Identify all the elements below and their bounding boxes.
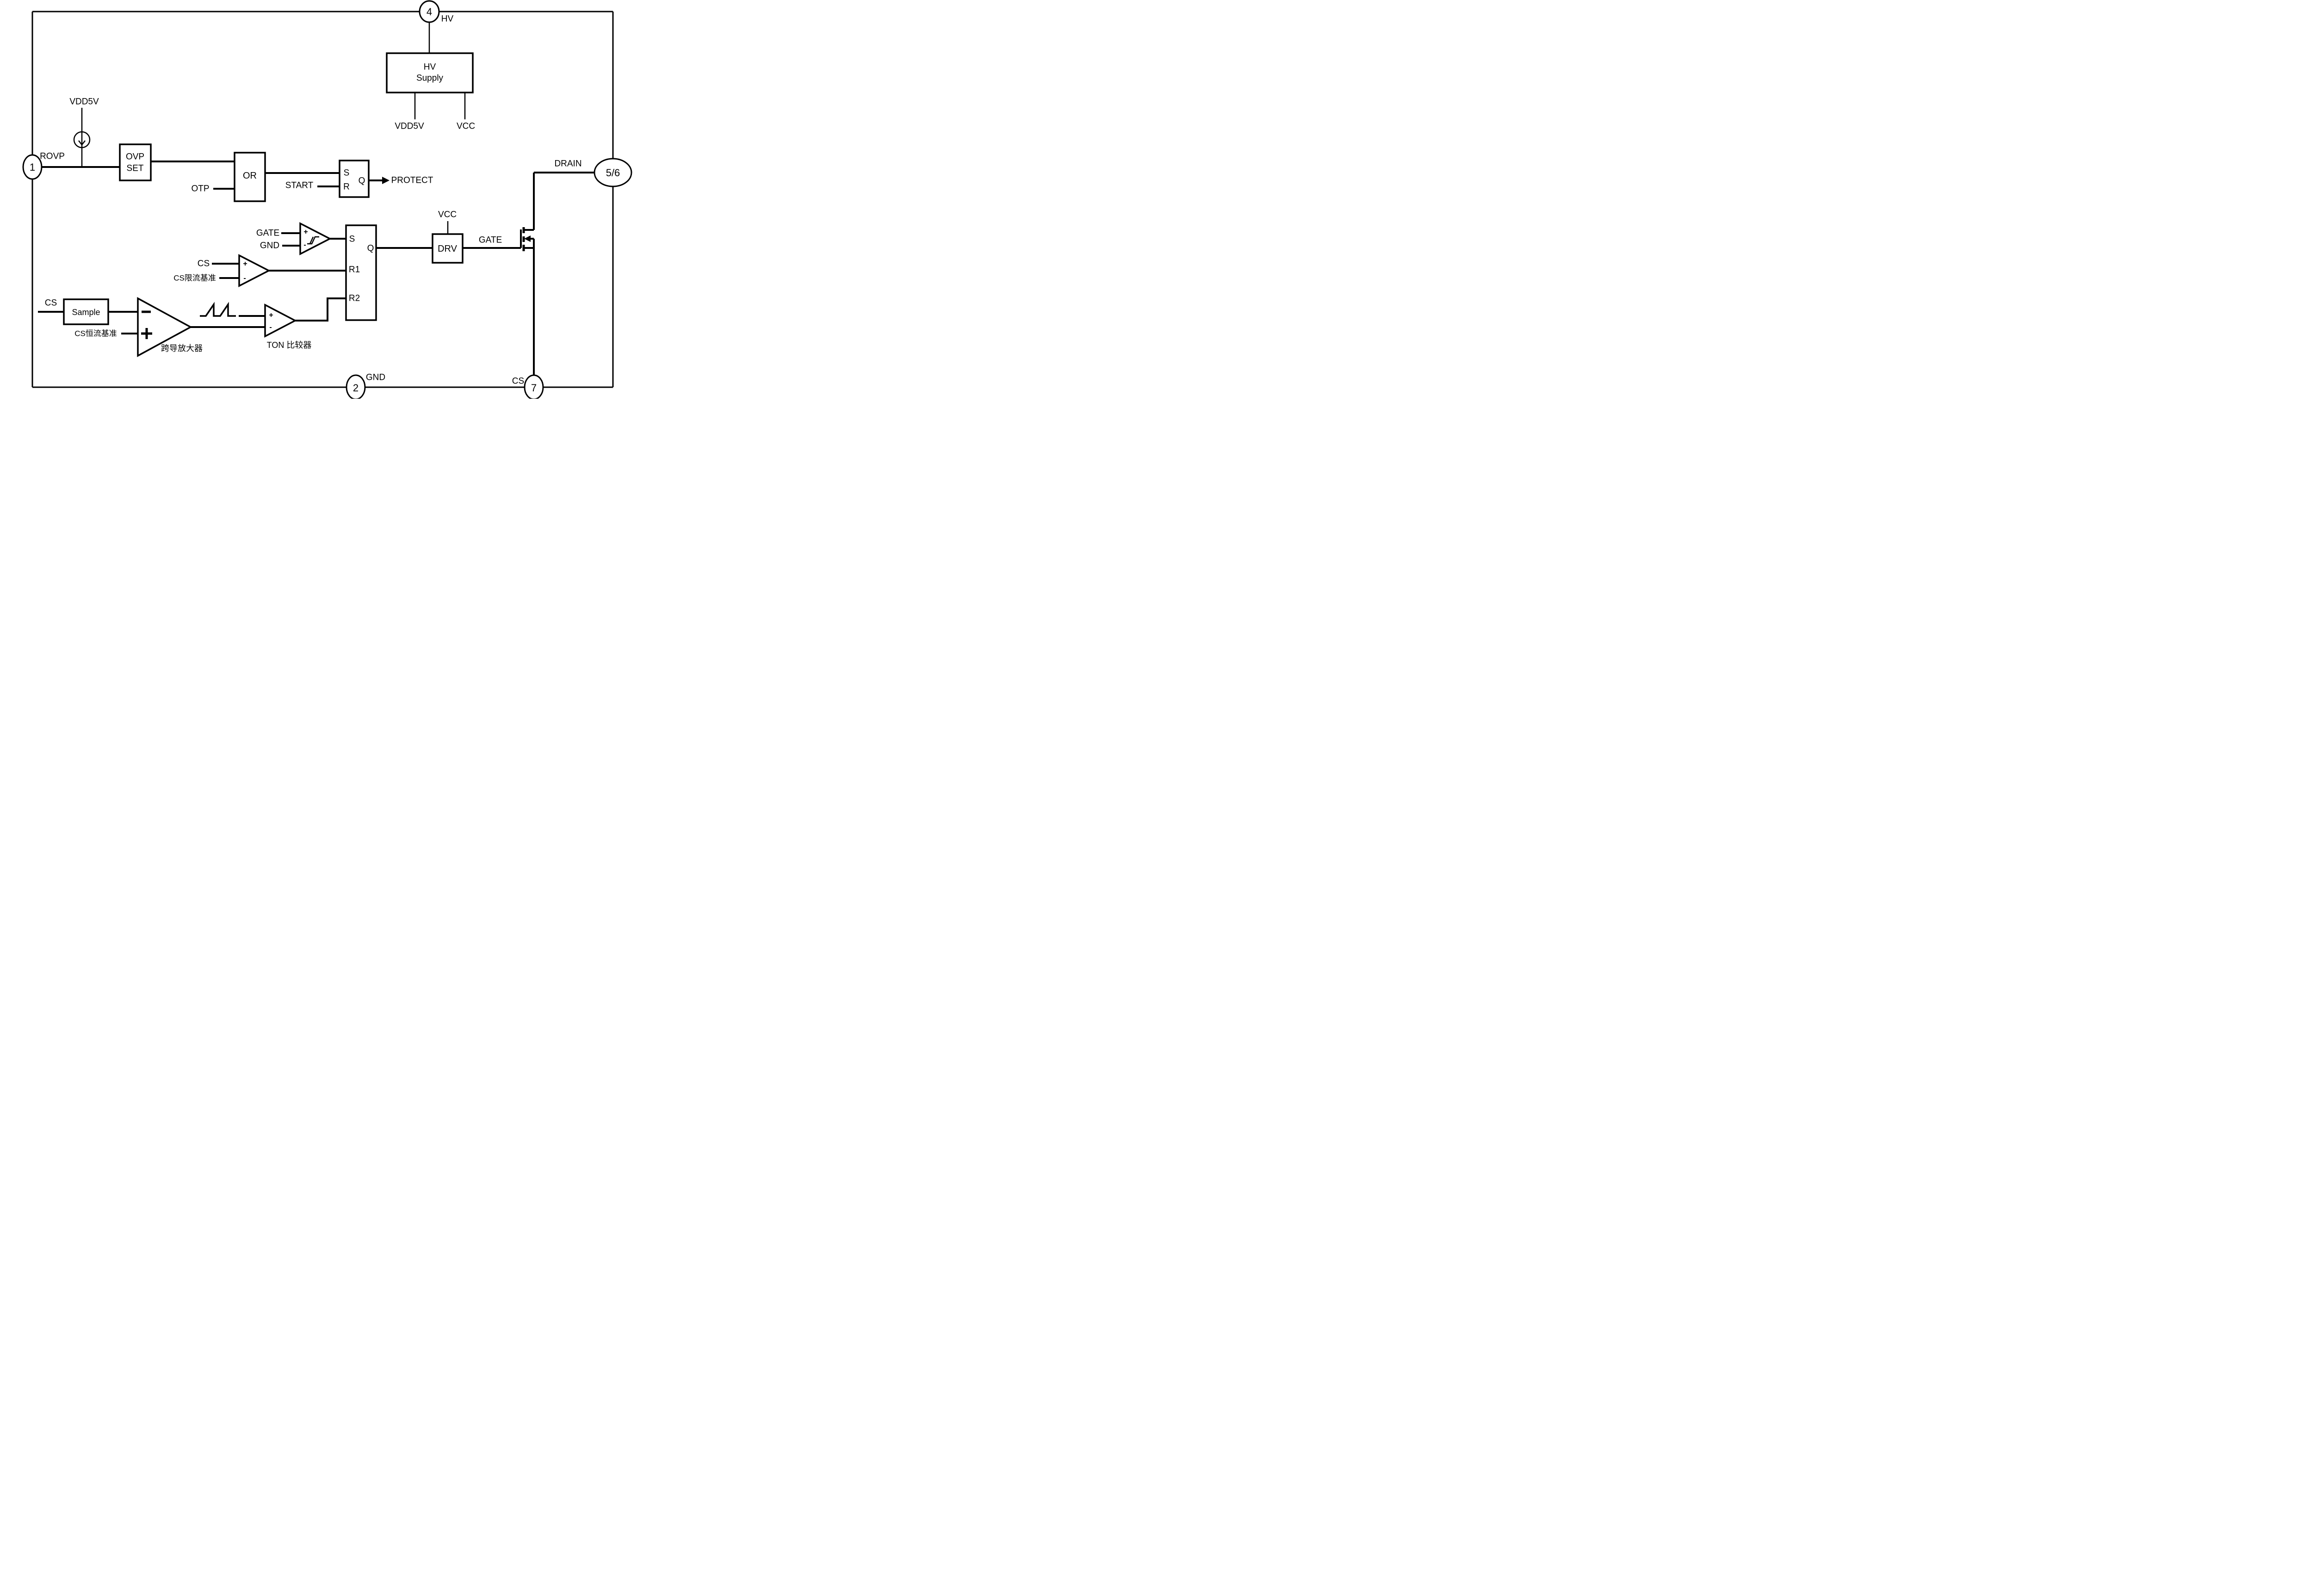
- or-gate-block: [234, 152, 266, 202]
- drv-block-label: DRV: [438, 244, 457, 254]
- main-latch-r2-label: R2: [348, 293, 360, 303]
- sample-block-label: Sample: [72, 308, 100, 317]
- hv-supply-title-line1: HV: [423, 62, 436, 72]
- cs-comparator-minus-sign: -: [243, 274, 246, 282]
- protect-arrow-icon: [382, 177, 390, 184]
- ota-plus-input-label: CS恒流基准: [74, 329, 117, 338]
- or-gate-label: OR: [243, 171, 257, 181]
- hv-supply-block: [386, 52, 474, 93]
- hv-supply-title-line2: Supply: [416, 73, 444, 83]
- pin-1-number: 1: [29, 161, 36, 173]
- ton-comparator-minus-sign: -: [269, 323, 272, 331]
- pin-5-6-number: 5/6: [606, 167, 620, 179]
- pin-2-signal-label: GND: [365, 372, 386, 383]
- gate-comparator-plus-sign: +: [303, 228, 308, 236]
- ota-caption: 跨导放大器: [161, 344, 203, 353]
- main-latch-r1-label: R1: [348, 265, 360, 275]
- pin-5-6-signal-label: DRAIN: [554, 159, 582, 169]
- pin-1-signal-label: ROVP: [40, 151, 65, 161]
- cs-comparator-triangle: [238, 254, 271, 287]
- schematic-artwork: [22, 0, 632, 399]
- main-latch-s-label: S: [349, 234, 355, 244]
- mosfet-body-arrow-icon: [524, 235, 531, 242]
- cs-comparator-minus-input-label: CS限流基准: [173, 273, 216, 283]
- pin-7-circle: [524, 374, 544, 399]
- otp-input-label: OTP: [191, 184, 210, 194]
- pin-2-number: 2: [353, 382, 359, 394]
- cs-comparator-plus-input-label: CS: [197, 259, 210, 269]
- gate-comparator-minus-sign: -: [303, 241, 306, 249]
- hysteresis-icon: [307, 236, 319, 245]
- vdd5v-source-label: VDD5V: [69, 97, 99, 107]
- ota-triangle: [137, 297, 192, 357]
- current-source-arrow-left: [78, 140, 82, 145]
- wire-ton-to-r2: [295, 297, 346, 322]
- ton-comparator-plus-sign: +: [269, 311, 273, 319]
- protect-latch-r-label: R: [343, 182, 350, 192]
- protect-latch-s-label: S: [343, 168, 350, 178]
- pin-7-number: 7: [531, 382, 537, 394]
- hv-supply-output-vcc-label: VCC: [456, 121, 476, 131]
- sawtooth-icon: [200, 302, 236, 317]
- pin-5-6-circle: [594, 158, 632, 187]
- ton-comparator-caption: TON 比较器: [266, 340, 312, 350]
- hysteresis-icon-slant: [309, 236, 314, 244]
- drv-supply-label: VCC: [438, 210, 457, 220]
- protect-output-label: PROTECT: [391, 175, 433, 186]
- gate-comparator-minus-input-label: GND: [260, 241, 280, 251]
- gate-comparator-triangle: [299, 222, 332, 255]
- drv-block: [432, 233, 464, 264]
- pin-7-signal-label: CS: [512, 376, 525, 386]
- gate-comparator-plus-input-label: GATE: [256, 228, 280, 238]
- sample-block: [63, 298, 109, 325]
- main-latch-q-label: Q: [367, 243, 374, 254]
- current-source-arrow-right: [81, 140, 86, 145]
- pin-2-circle: [346, 374, 366, 399]
- start-input-label: START: [285, 180, 314, 191]
- ovp-set-block: [119, 143, 152, 181]
- drv-output-signal-label: GATE: [478, 235, 502, 245]
- protect-latch-q-label: Q: [358, 176, 365, 186]
- pin-4-number: 4: [426, 6, 433, 18]
- protect-latch-block: [339, 160, 370, 198]
- ovp-set-title-line2: SET: [126, 163, 144, 173]
- pin-4-signal-label: HV: [441, 14, 454, 24]
- sample-input-label: CS: [44, 298, 57, 308]
- pin-4-circle: [419, 0, 440, 23]
- ovp-set-title-line1: OVP: [125, 152, 145, 162]
- circuit-diagram: 1 4 5/6 2 7 HV ROVP DRAIN GND CS HV Supp…: [0, 0, 637, 399]
- pin-1-circle: [22, 154, 43, 180]
- cs-comparator-plus-sign: +: [243, 260, 247, 268]
- main-latch-block: [345, 224, 377, 321]
- current-source-icon: [73, 131, 91, 148]
- ton-comparator-triangle: [264, 303, 297, 338]
- hv-supply-output-vdd5v-label: VDD5V: [395, 121, 424, 131]
